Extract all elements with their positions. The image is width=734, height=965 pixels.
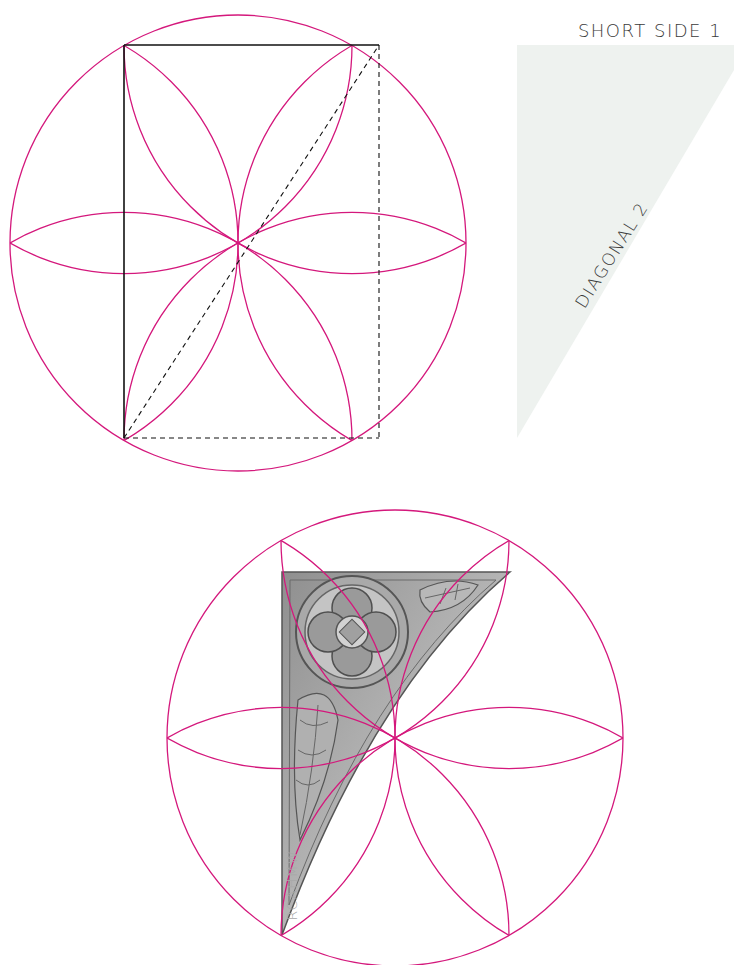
petal-arc <box>0 510 395 965</box>
triangle-panel <box>517 45 734 438</box>
petal-arc <box>395 510 734 965</box>
petal-arc <box>53 707 509 965</box>
petal-arc <box>281 313 734 769</box>
petal-arc <box>124 0 580 274</box>
side-label: SHORT SIDE 1 <box>578 20 722 41</box>
petal-arc <box>0 15 238 471</box>
watermark: RCAHMW <box>284 850 300 921</box>
rectangle <box>124 45 379 438</box>
petal-arc <box>0 0 352 274</box>
petal-arc <box>281 707 734 965</box>
top-rosette <box>0 0 694 668</box>
bottom-rosette <box>0 313 734 965</box>
